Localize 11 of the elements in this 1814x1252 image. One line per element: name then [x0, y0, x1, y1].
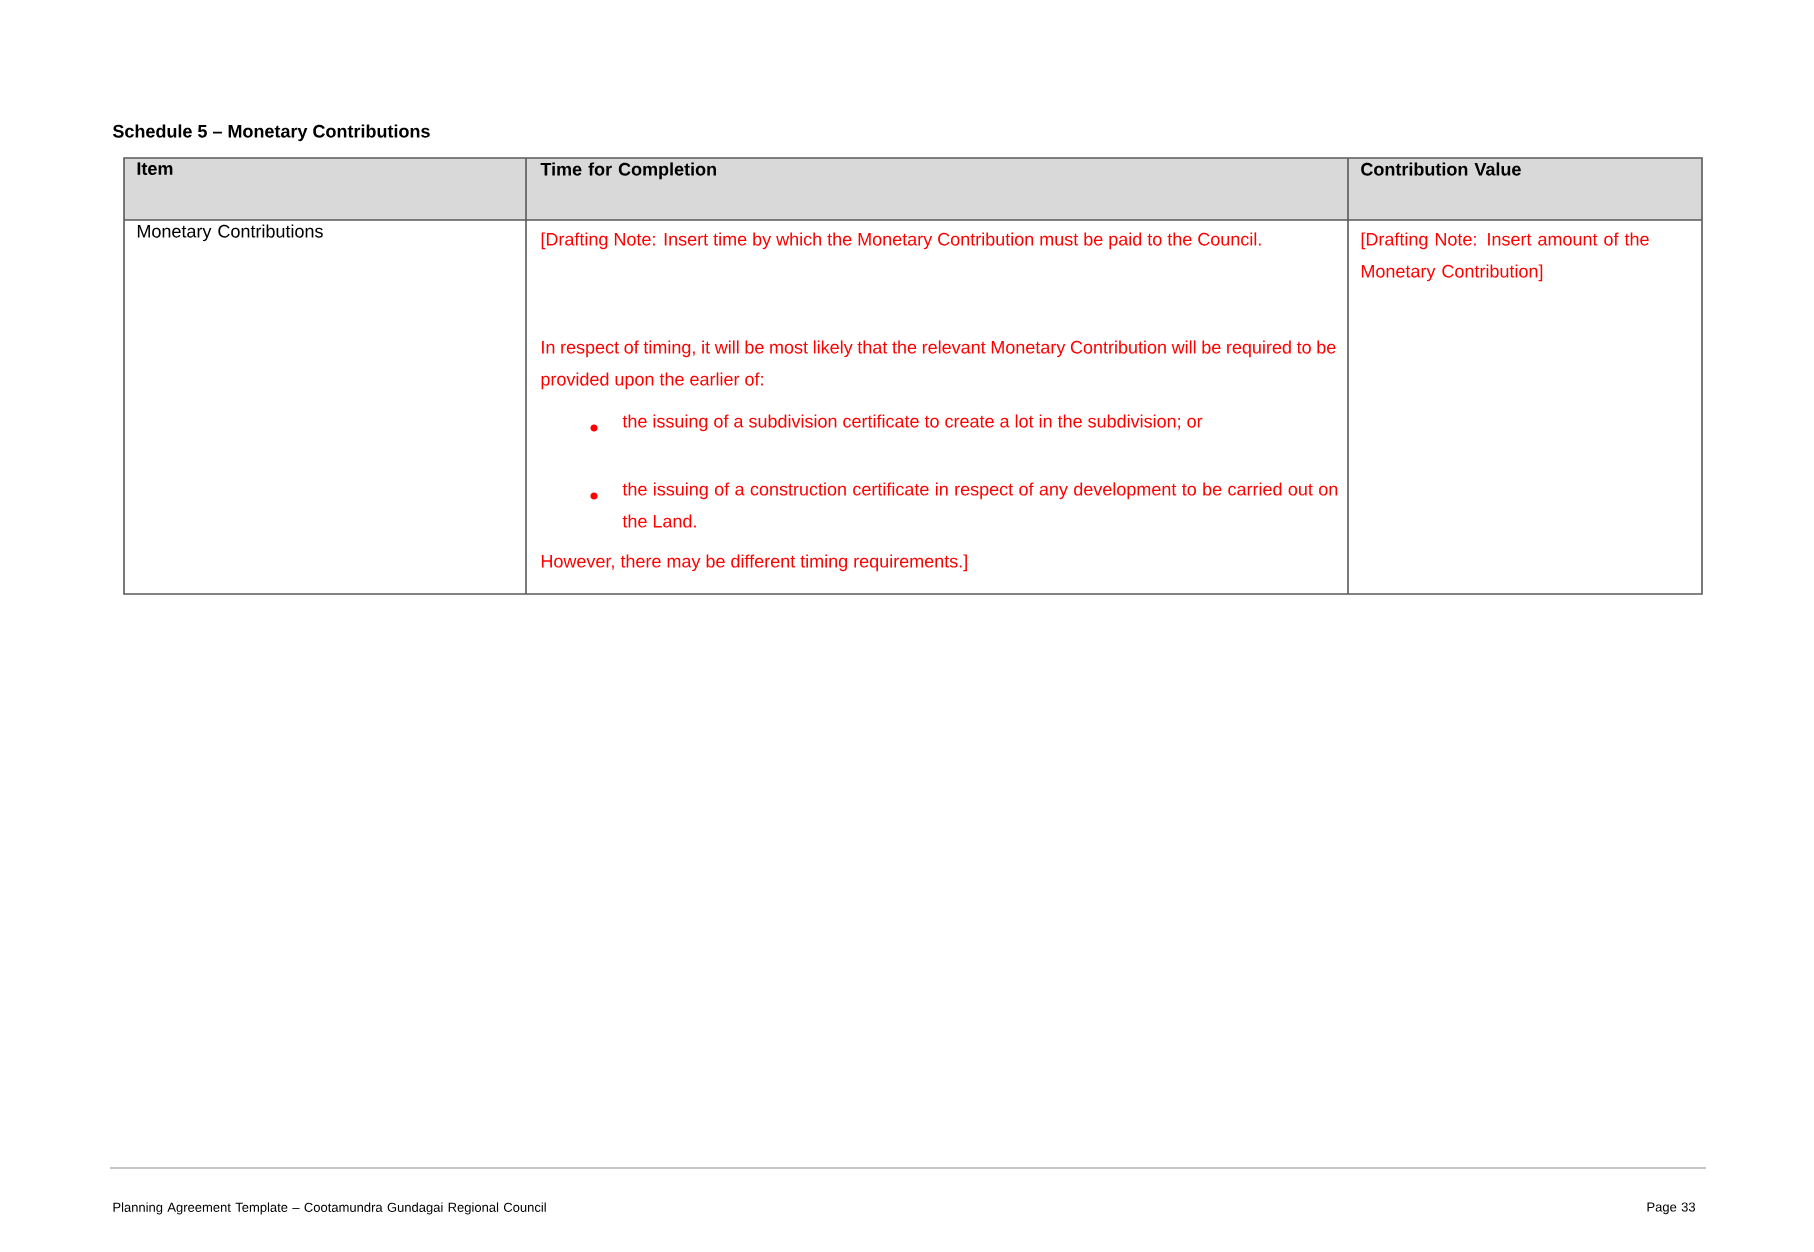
- drafting-note-text: [Drafting Note: Insert time by which the Monetary Contribution must be paid to the Council.: [541, 232, 1261, 250]
- header-text: Item: [137, 162, 173, 175]
- header-text: Contribution Value: [1361, 162, 1521, 176]
- drafting-note-text: In respect of timing, it will be most likely that the relevant Monetary Contribution will be required to be provided upon the earlier of:: [541, 340, 1336, 390]
- header-text: Time for Completion: [540, 162, 716, 180]
- drafting-note-text: [Drafting Note: Insert amount of the Monetary Contribution]: [1361, 232, 1649, 282]
- bullet-item: the issuing of a construction certificate in respect of any development to be carried out on the Land.: [590, 482, 1338, 528]
- cell-text: Monetary Contributions: [137, 224, 323, 242]
- bullet-item: the issuing of a subdivision certificate to create a lot in the subdivision; or: [590, 414, 1203, 432]
- table-title: Schedule 5 – Monetary Contributions: [112, 124, 430, 142]
- drafting-note-text: However, there may be different timing requirements.]: [541, 554, 967, 572]
